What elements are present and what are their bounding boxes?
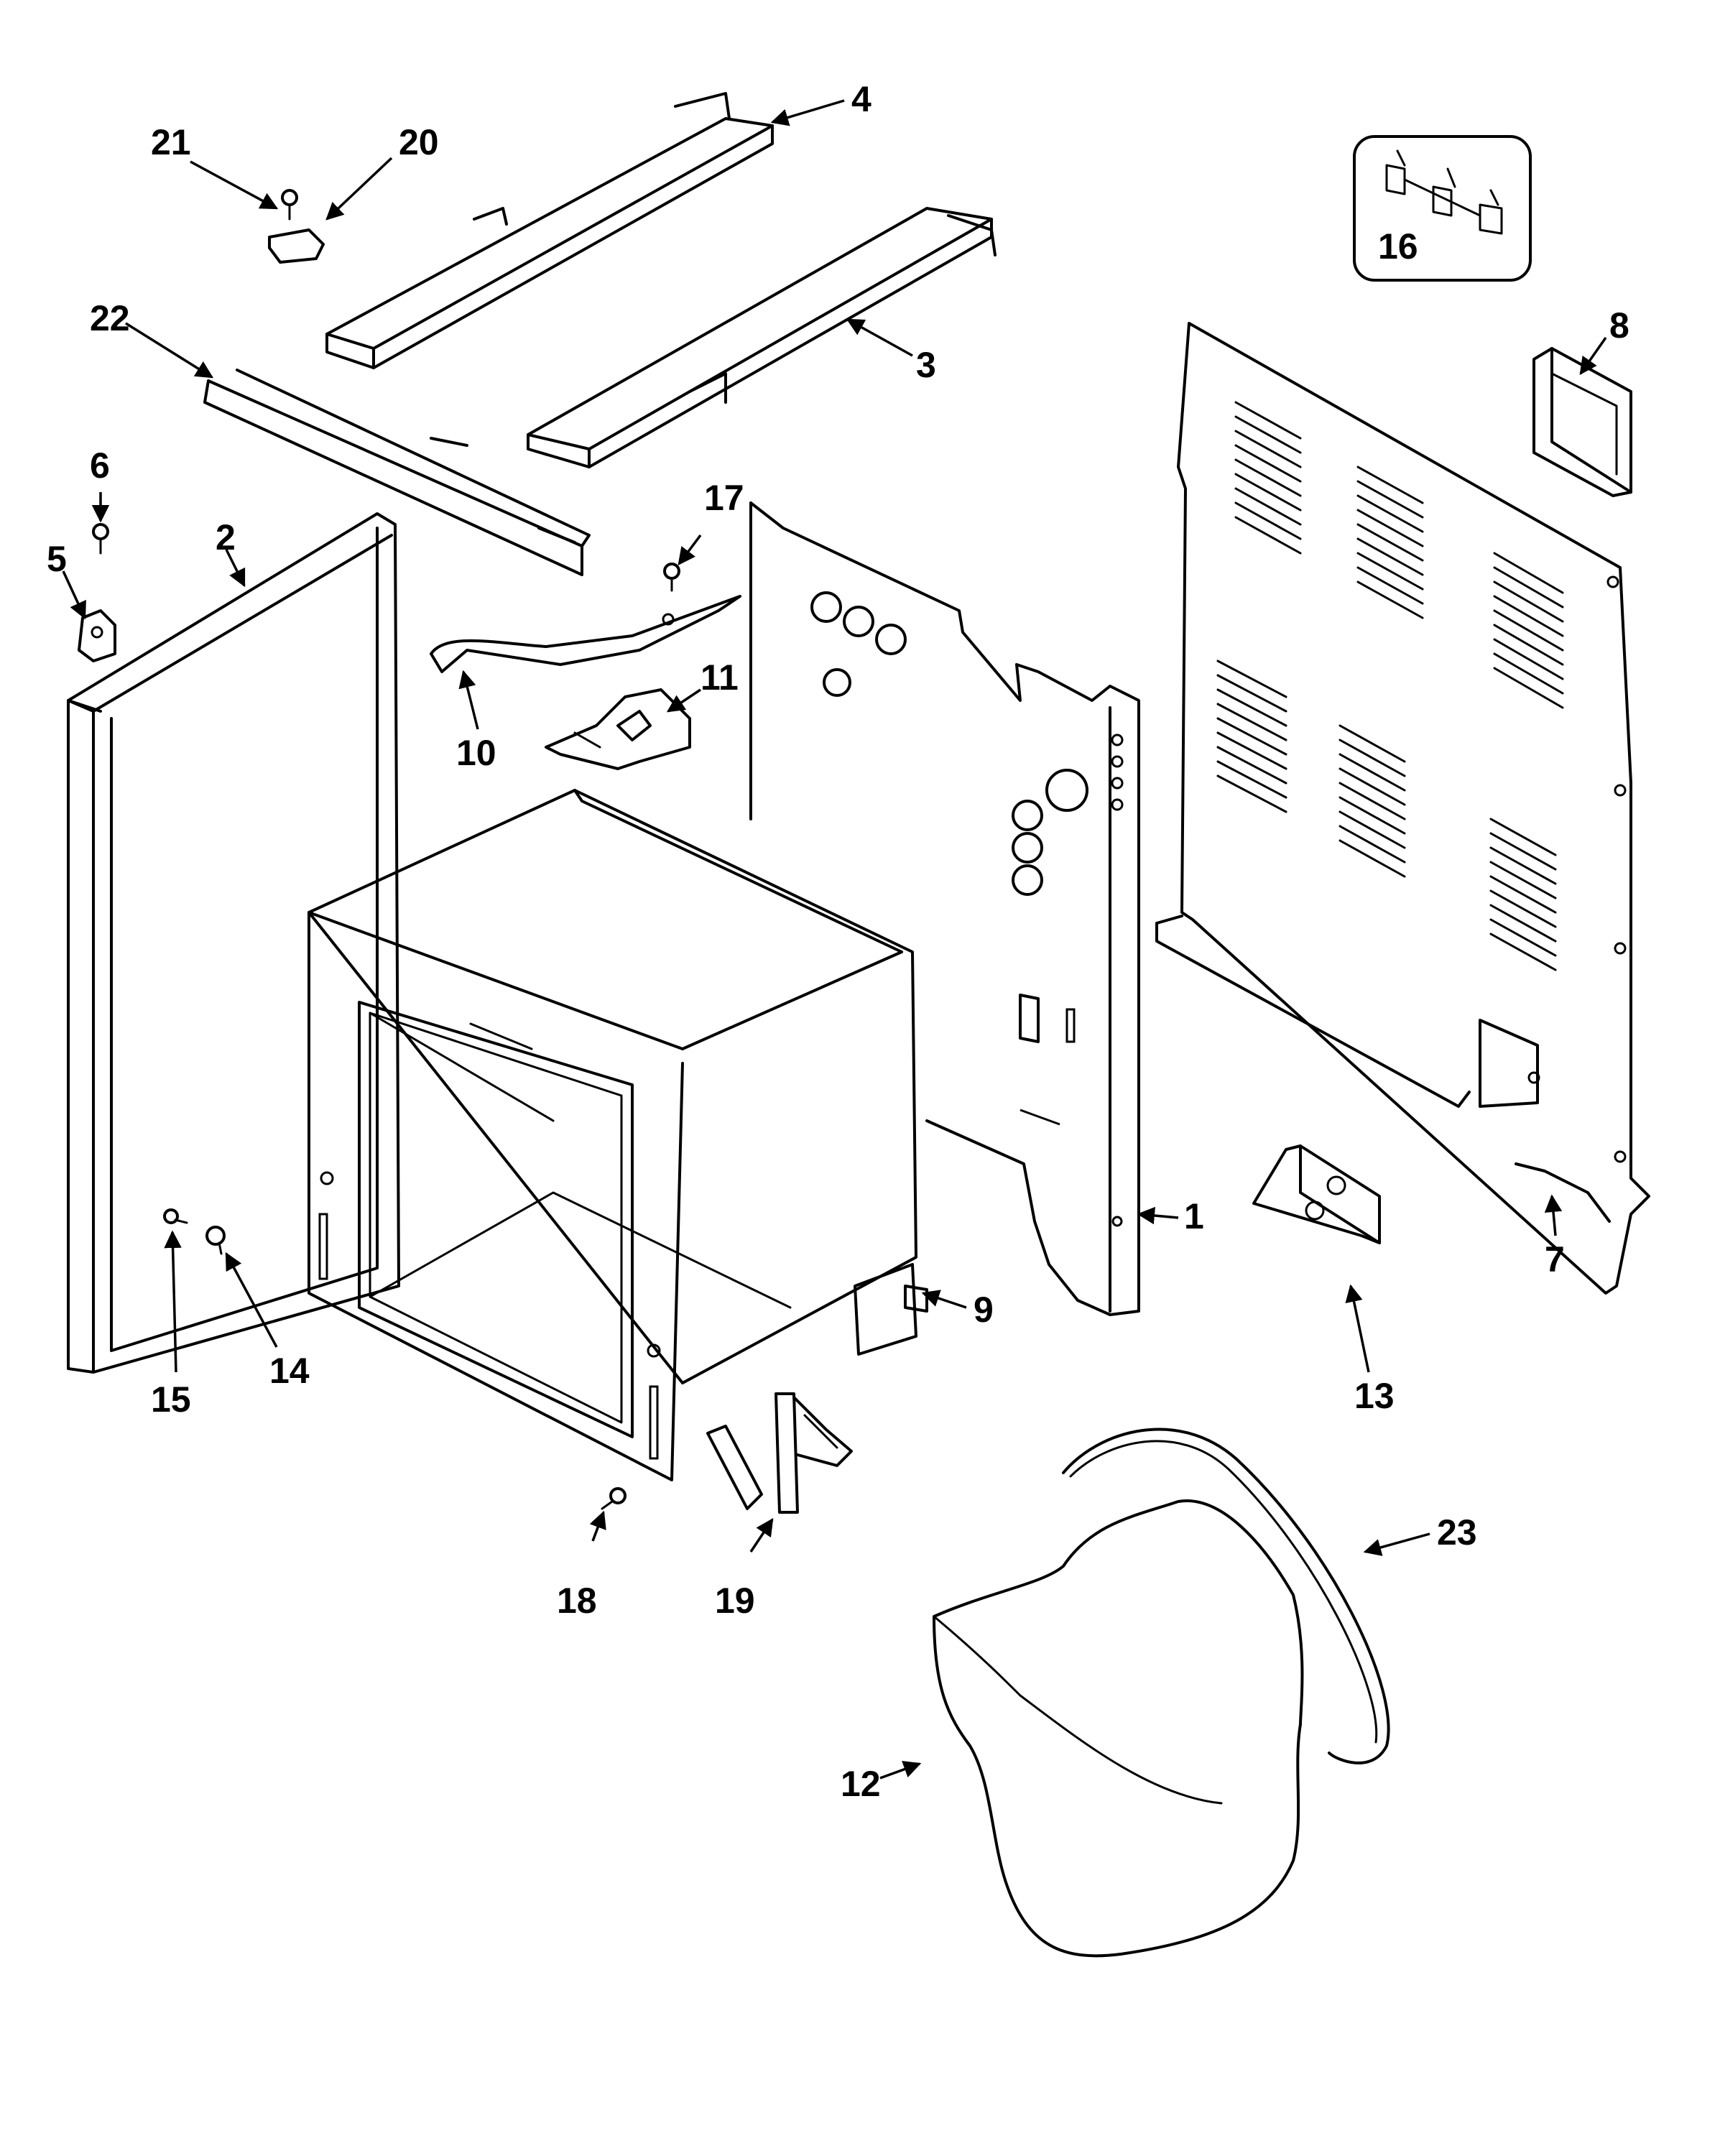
oven-cavity — [308, 789, 917, 1481]
part-6-screw — [92, 523, 109, 555]
callout-2: 2 — [216, 517, 236, 557]
callout-5: 5 — [47, 539, 67, 579]
part-12-insulation — [933, 1499, 1304, 1958]
callout-19: 19 — [715, 1581, 755, 1621]
callout-17: 17 — [704, 478, 744, 518]
callout-16: 16 — [1378, 226, 1418, 267]
part-17-screw — [663, 563, 680, 592]
part-16-inset — [1353, 135, 1532, 282]
callout-7: 7 — [1545, 1239, 1565, 1280]
part-21-screw — [281, 189, 298, 221]
part-14-screw — [205, 1226, 226, 1255]
part-1-side-wall — [749, 501, 1140, 1316]
callout-11: 11 — [701, 657, 739, 698]
callout-23: 23 — [1437, 1512, 1477, 1553]
callout-18: 18 — [557, 1581, 597, 1621]
leader-lines — [62, 99, 1607, 1780]
part-10-latch-handle — [430, 595, 741, 673]
part-20-switch — [268, 228, 325, 264]
part-22-front-rail — [203, 369, 591, 576]
callout-3: 3 — [916, 345, 936, 385]
part-18-screw — [601, 1487, 626, 1510]
callout-8: 8 — [1609, 305, 1629, 346]
part-9-bracket — [854, 1263, 928, 1356]
part-13-bracket — [1252, 1144, 1381, 1244]
callout-14: 14 — [269, 1351, 310, 1391]
callout-12: 12 — [841, 1764, 881, 1804]
part-19-hinge — [706, 1392, 853, 1514]
callout-1: 1 — [1184, 1196, 1204, 1236]
callout-6: 6 — [90, 445, 110, 486]
callout-4: 4 — [851, 79, 871, 119]
callout-13: 13 — [1354, 1376, 1395, 1416]
callout-labels: 1 2 3 4 5 6 7 8 9 10 11 12 13 14 15 16 1… — [47, 79, 1629, 1804]
part-5-bracket — [78, 609, 116, 662]
callout-9: 9 — [974, 1290, 994, 1330]
callout-15: 15 — [151, 1379, 191, 1420]
part-4-top-rail — [325, 92, 774, 369]
part-7-back-panel — [1155, 322, 1650, 1295]
callout-10: 10 — [456, 733, 496, 773]
part-8-bracket — [1532, 347, 1632, 497]
part-23-seal — [1062, 1428, 1390, 1764]
callout-20: 20 — [399, 122, 439, 162]
part-11-latch-assembly — [545, 688, 691, 770]
part-3-top-rail — [527, 207, 997, 468]
callout-22: 22 — [90, 298, 130, 338]
part-15-screw — [163, 1208, 188, 1224]
louver-group — [1216, 401, 1564, 971]
part-2-side-panel — [67, 512, 400, 1374]
callout-21: 21 — [151, 122, 191, 162]
